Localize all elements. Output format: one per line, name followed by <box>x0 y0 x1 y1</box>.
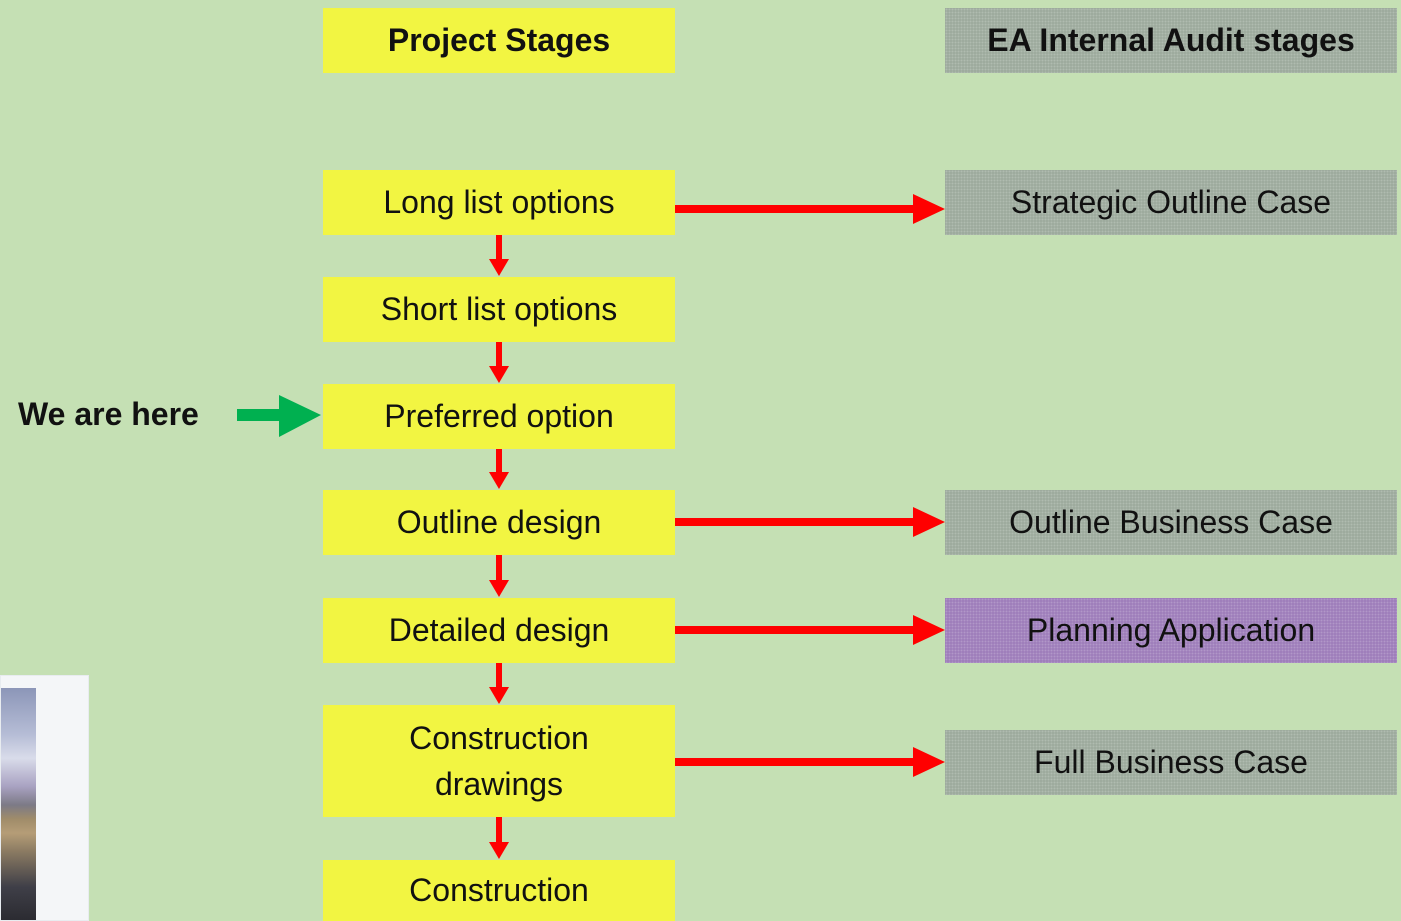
down-arrow-5 <box>489 663 509 704</box>
project-stages-header: Project Stages <box>323 8 675 73</box>
we-are-here-arrow <box>237 395 321 437</box>
right-arrow-outline-business <box>675 507 945 537</box>
down-arrow-6 <box>489 817 509 859</box>
stage-detailed-design: Detailed design <box>323 598 675 663</box>
audit-full-business-case: Full Business Case <box>945 730 1397 795</box>
stage-preferred-option: Preferred option <box>323 384 675 449</box>
landscape-photo <box>0 675 89 921</box>
down-arrow-1 <box>489 235 509 276</box>
right-arrow-full-business <box>675 747 945 777</box>
audit-stages-header: EA Internal Audit stages <box>945 8 1397 73</box>
down-arrow-4 <box>489 555 509 597</box>
audit-strategic-outline-case: Strategic Outline Case <box>945 170 1397 235</box>
we-are-here-label: We are here <box>18 396 199 432</box>
down-arrow-3 <box>489 449 509 489</box>
right-arrow-planning <box>675 615 945 645</box>
audit-outline-business-case: Outline Business Case <box>945 490 1397 555</box>
stage-short-list-options: Short list options <box>323 277 675 342</box>
stage-construction-drawings: Construction drawings <box>323 705 675 817</box>
landscape-photo-image <box>1 688 36 920</box>
stage-construction: Construction <box>323 860 675 921</box>
stage-outline-design: Outline design <box>323 490 675 555</box>
right-arrow-strategic <box>675 194 945 224</box>
down-arrow-2 <box>489 342 509 383</box>
stage-long-list-options: Long list options <box>323 170 675 235</box>
audit-planning-application: Planning Application <box>945 598 1397 663</box>
